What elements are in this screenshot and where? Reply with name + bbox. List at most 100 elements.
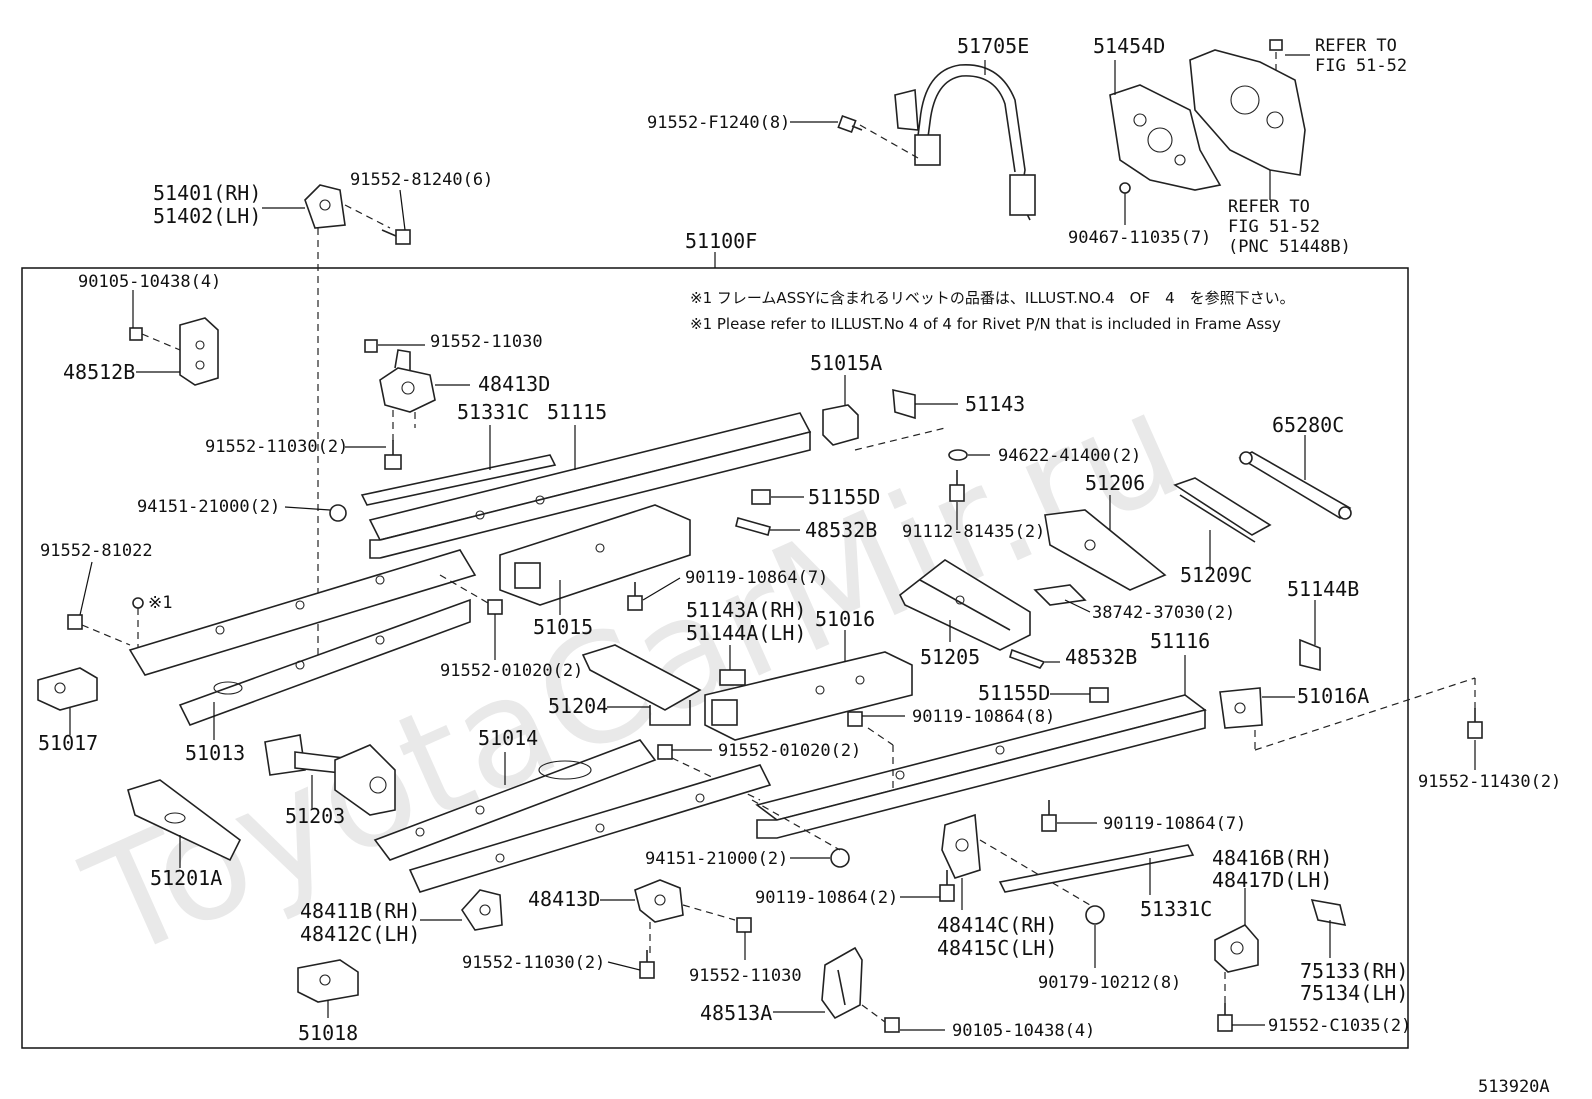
- label-51705E: 51705E: [957, 34, 1029, 58]
- bolt-91552-11030-b[interactable]: [384, 440, 402, 470]
- part-51018[interactable]: [297, 959, 359, 1003]
- label-48532B-a: 48532B: [805, 518, 877, 542]
- pin-48532B-b[interactable]: [1009, 648, 1046, 669]
- part-51116[interactable]: [755, 694, 1207, 839]
- label-51013: 51013: [185, 741, 245, 765]
- bolt-91552-11030-c[interactable]: [639, 950, 655, 979]
- label-51454D: 51454D: [1093, 34, 1165, 58]
- note-en: ※1 Please refer to ILLUST.No 4 of 4 for …: [690, 315, 1281, 333]
- bolt-91552-11430[interactable]: [1467, 708, 1483, 739]
- label-90105-bot: 90105-10438(4): [952, 1021, 1095, 1041]
- nut-90179[interactable]: [1085, 905, 1105, 925]
- part-48513A[interactable]: [821, 946, 863, 1020]
- label-91552-81022: 91552-81022: [40, 541, 153, 561]
- part-51016[interactable]: [704, 651, 913, 741]
- part-51201A[interactable]: [127, 779, 242, 862]
- label-51209C: 51209C: [1180, 563, 1252, 587]
- part-75133-75134[interactable]: [1310, 898, 1347, 927]
- part-51014[interactable]: [373, 739, 657, 861]
- bolt-91552-11030-a[interactable]: [364, 339, 378, 353]
- part-51401-51402[interactable]: [304, 184, 346, 229]
- part-51143A-51144A[interactable]: [719, 669, 746, 686]
- part-frame-rail-upper[interactable]: [128, 549, 477, 676]
- label-90119-c: 90119-10864(7): [1103, 814, 1246, 834]
- part-51115[interactable]: [368, 412, 812, 559]
- part-48411B-48412C[interactable]: [460, 889, 503, 931]
- part-51705E[interactable]: [894, 64, 1036, 221]
- part-48414C-48415C[interactable]: [941, 813, 981, 879]
- bolt-90119-d[interactable]: [939, 870, 955, 902]
- label-51014: 51014: [478, 726, 538, 750]
- label-51401: 51401(RH): [153, 181, 261, 205]
- part-51143[interactable]: [892, 388, 916, 420]
- bolt-91112[interactable]: [949, 470, 965, 502]
- label-91112: 91112-81435(2): [902, 522, 1045, 542]
- label-94151-a: 94151-21000(2): [137, 497, 280, 517]
- label-51204: 51204: [548, 694, 608, 718]
- bolt-91552-C1035[interactable]: [1217, 1003, 1233, 1032]
- part-51017[interactable]: [37, 667, 98, 711]
- part-51331C-bottom[interactable]: [998, 844, 1195, 893]
- part-51203[interactable]: [264, 734, 396, 816]
- label-51016: 51016: [815, 607, 875, 631]
- part-51331C-top[interactable]: [360, 454, 557, 506]
- washer-94622[interactable]: [948, 449, 968, 461]
- part-51204[interactable]: [581, 644, 702, 726]
- label-51100F: 51100F: [685, 229, 757, 253]
- bolt-91552-01020-b[interactable]: [657, 744, 673, 760]
- label-51115: 51115: [547, 400, 607, 424]
- label-51201A: 51201A: [150, 866, 222, 890]
- part-48512B[interactable]: [179, 317, 219, 386]
- label-48416B: 48416B(RH): [1212, 846, 1332, 870]
- part-51144B[interactable]: [1299, 638, 1321, 672]
- label-38742: 38742-37030(2): [1092, 603, 1235, 623]
- label-51018: 51018: [298, 1021, 358, 1045]
- label-star1: ※1: [148, 593, 172, 613]
- bolt-90119-a[interactable]: [627, 582, 643, 611]
- label-90105-top: 90105-10438(4): [78, 272, 221, 292]
- part-51205[interactable]: [898, 559, 1031, 651]
- label-48415C: 48415C(LH): [937, 936, 1057, 960]
- grommet-94151-a[interactable]: [329, 504, 347, 522]
- part-51454D[interactable]: [1109, 84, 1222, 191]
- bolt-90119-b[interactable]: [847, 711, 863, 727]
- part-48416B-48417D[interactable]: [1214, 924, 1259, 973]
- part-51015A[interactable]: [822, 404, 859, 446]
- part-51013[interactable]: [178, 598, 471, 726]
- label-51155D-b: 51155D: [978, 681, 1050, 705]
- part-51015[interactable]: [499, 504, 691, 606]
- bolt-91552-81022[interactable]: [67, 614, 83, 630]
- part-frame-rail-lower[interactable]: [408, 764, 772, 893]
- label-91552-01020-b: 91552-01020(2): [718, 741, 861, 761]
- part-65280C[interactable]: [1238, 451, 1352, 520]
- part-51016A[interactable]: [1219, 687, 1263, 729]
- label-65280C: 65280C: [1272, 413, 1344, 437]
- label-91552-11030-b: 91552-11030(2): [205, 437, 348, 457]
- part-51209C[interactable]: [1173, 477, 1272, 543]
- label-51331C-a: 51331C: [457, 400, 529, 424]
- bolt-91552-F1240[interactable]: [837, 114, 863, 134]
- part-48413D-top[interactable]: [379, 349, 436, 413]
- bolt-91552-01020-a[interactable]: [487, 599, 503, 615]
- label-51015A: 51015A: [810, 351, 882, 375]
- part-51155D-b[interactable]: [1089, 687, 1109, 703]
- bolt-91552-81240[interactable]: [381, 229, 411, 245]
- bolt-90105-bot[interactable]: [884, 1017, 900, 1033]
- bolt-90105-top[interactable]: [129, 327, 143, 341]
- clip-90467[interactable]: [1119, 182, 1131, 194]
- label-51155D-a: 51155D: [808, 485, 880, 509]
- label-48414C: 48414C(RH): [937, 913, 1057, 937]
- bolt-91552-11030-d[interactable]: [736, 917, 752, 933]
- pin-48532B-a[interactable]: [735, 517, 771, 536]
- grommet-94151-b[interactable]: [830, 848, 850, 868]
- part-51206[interactable]: [1044, 509, 1167, 591]
- plate-38742[interactable]: [1033, 584, 1087, 606]
- bolt-90119-c[interactable]: [1041, 800, 1057, 832]
- label-48532B-b: 48532B: [1065, 645, 1137, 669]
- part-48413D-bottom[interactable]: [634, 879, 684, 923]
- note-jp: ※1 フレームASSYに含まれるリベットの品番は、ILLUST.NO.4 OF …: [690, 289, 1295, 307]
- label-75134: 75134(LH): [1300, 981, 1408, 1005]
- label-48413D-b: 48413D: [528, 887, 600, 911]
- part-51155D-a[interactable]: [751, 489, 771, 505]
